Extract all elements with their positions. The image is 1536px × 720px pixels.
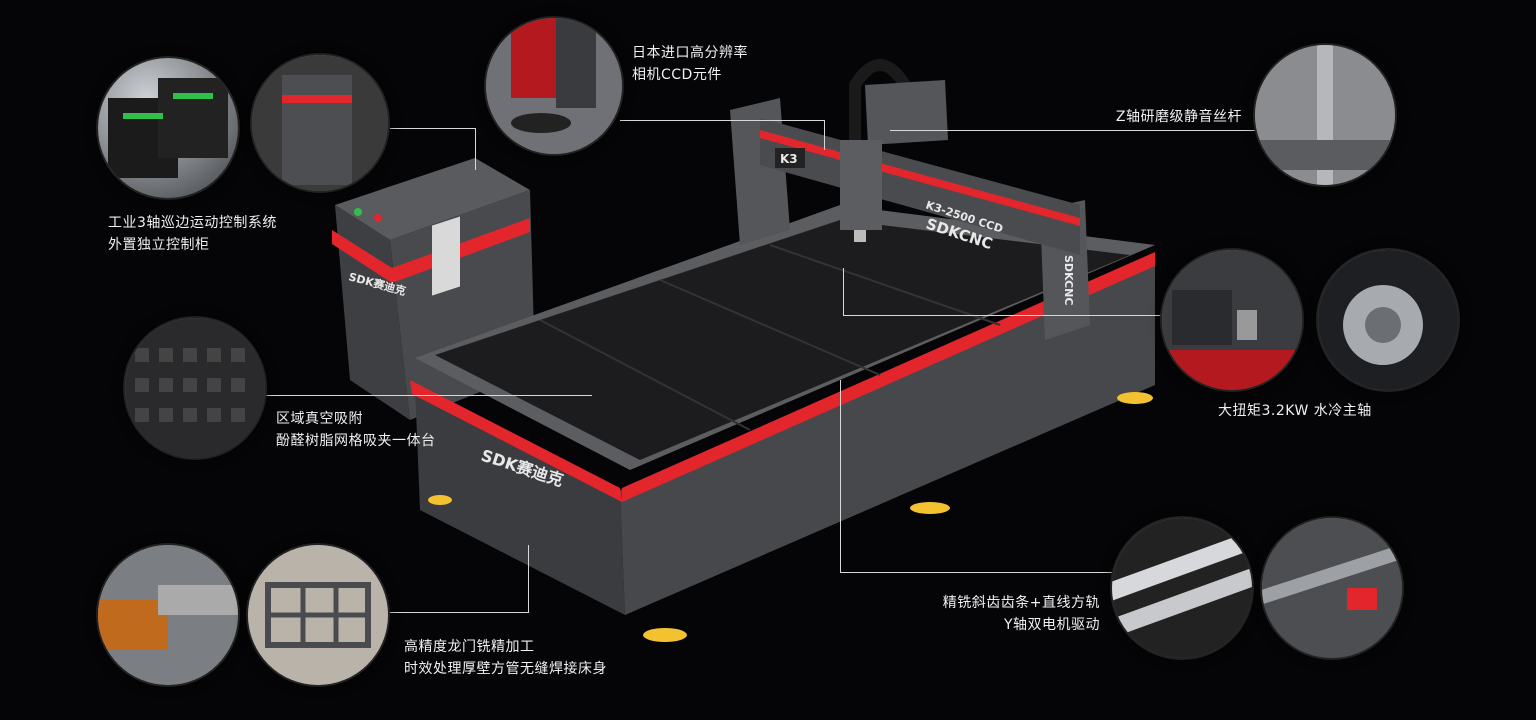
- caption-spindle: 大扭矩3.2KW 水冷主轴: [1218, 400, 1372, 422]
- caption-rack-line2: Y轴双电机驱动: [1003, 617, 1100, 633]
- table-division-3: [769, 244, 1001, 326]
- vacuum-table: [435, 220, 1130, 460]
- cnc-machine-illustration: SDK赛迪克 SDK赛迪克 K3 K3-2500 CCD SDKCNC SDKC…: [332, 59, 1155, 642]
- photo-camera-module: [486, 18, 622, 154]
- caption-vacuum-line2: 酚醛树脂网格吸夹一体台: [276, 433, 436, 449]
- photo-control-cabinet: [252, 55, 388, 191]
- z-axis-carriage: [865, 80, 948, 145]
- cabinet-green-light: [354, 208, 362, 216]
- leader-spindle-h: [843, 315, 1161, 316]
- foot-3: [910, 502, 950, 514]
- photo-water-cooled-spindle: [1318, 250, 1458, 390]
- base-red-band-front: [410, 380, 622, 502]
- table-division-1: [539, 319, 751, 431]
- leader-frame-h: [385, 612, 529, 613]
- foot-4: [1117, 392, 1153, 404]
- model-badge-bg: [775, 148, 805, 168]
- caption-control-line1: 工业3轴巡边运动控制系统: [108, 215, 277, 231]
- model-badge: K3: [780, 152, 798, 166]
- leader-camera-v: [824, 120, 825, 150]
- base-red-band-side: [622, 252, 1155, 502]
- caption-control-line2: 外置独立控制柜: [108, 237, 210, 253]
- cabinet-label: [432, 216, 460, 296]
- leader-zaxis: [890, 130, 1255, 131]
- upright-brand-text: SDKCNC: [1062, 255, 1075, 305]
- caption-vacuum-line1: 区域真空吸附: [276, 411, 363, 427]
- spindle-tip: [854, 230, 866, 242]
- cabinet-top: [335, 158, 530, 240]
- leader-control-h: [390, 128, 476, 129]
- caption-zaxis-line1: Z轴研磨级静音丝杆: [1115, 109, 1242, 125]
- leader-control-v: [475, 128, 476, 170]
- photo-gantry-milling: [98, 545, 238, 685]
- caption-vacuum-table: 区域真空吸附 酚醛树脂网格吸夹一体台: [276, 408, 436, 452]
- leader-camera-h: [620, 120, 824, 121]
- leader-vacuum: [262, 395, 592, 396]
- caption-frame-line1: 高精度龙门铣精加工: [404, 639, 535, 655]
- photo-helical-rack: [1112, 518, 1252, 658]
- foot-1: [428, 495, 452, 505]
- caption-rack-line1: 精铣斜齿齿条+直线方轨: [942, 595, 1100, 611]
- cabinet-red-light: [374, 214, 382, 222]
- table-division-2: [659, 279, 881, 376]
- caption-camera: 日本进口高分辨率 相机CCD元件: [632, 42, 748, 86]
- cabinet-front: [335, 205, 410, 420]
- photo-ball-screw: [1255, 45, 1395, 185]
- spindle-body: [840, 140, 882, 230]
- caption-camera-line1: 日本进口高分辨率: [632, 45, 748, 61]
- caption-control-system: 工业3轴巡边运动控制系统 外置独立控制柜: [108, 212, 277, 256]
- leader-rack-h: [840, 572, 1112, 573]
- base-side: [620, 260, 1155, 615]
- leader-spindle-v: [843, 268, 844, 316]
- caption-z-axis: Z轴研磨级静音丝杆: [1096, 106, 1242, 128]
- caption-frame-line2: 时效处理厚壁方管无缝焊接床身: [404, 661, 607, 677]
- photo-vacuum-table: [125, 318, 265, 458]
- cabinet-red-band: [332, 218, 530, 283]
- caption-camera-line2: 相机CCD元件: [632, 67, 722, 83]
- leader-frame-v: [528, 545, 529, 613]
- photo-spindle-head: [1162, 250, 1302, 390]
- caption-rack-rail: 精铣斜齿齿条+直线方轨 Y轴双电机驱动: [900, 592, 1100, 636]
- foot-2: [643, 628, 687, 642]
- base-front: [415, 385, 625, 615]
- photo-welded-frame: [248, 545, 388, 685]
- caption-frame: 高精度龙门铣精加工 时效处理厚壁方管无缝焊接床身: [404, 636, 607, 680]
- photo-linear-rail: [1262, 518, 1402, 658]
- caption-spindle-line1: 大扭矩3.2KW 水冷主轴: [1218, 403, 1372, 419]
- leader-rack-v: [840, 380, 841, 573]
- photo-control-boards: [98, 58, 238, 198]
